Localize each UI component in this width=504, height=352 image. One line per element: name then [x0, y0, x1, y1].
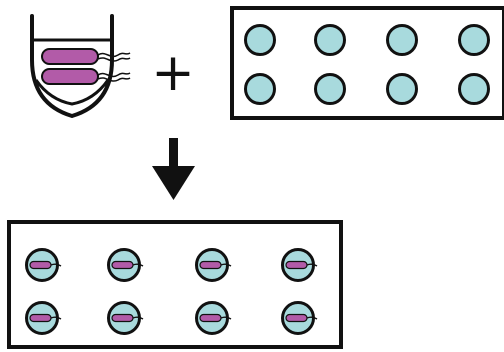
flagellum	[220, 316, 232, 320]
bead	[314, 24, 346, 56]
bead-with-bacterium	[107, 248, 144, 282]
bead-with-bacterium	[281, 248, 318, 282]
liquid-bottom	[34, 79, 110, 106]
bead	[458, 73, 490, 105]
flagellum	[220, 263, 232, 267]
flagellum	[306, 316, 318, 320]
bead-with-bacterium	[195, 301, 232, 335]
flagellum	[132, 263, 144, 267]
bacterium	[111, 313, 134, 323]
flagellum	[132, 316, 144, 320]
plate-frame	[230, 6, 504, 120]
bacterium	[29, 313, 52, 323]
bead	[314, 73, 346, 105]
bacterium	[111, 260, 134, 270]
bead	[458, 24, 490, 56]
bead	[386, 73, 418, 105]
flagellum	[50, 263, 62, 267]
bacterium	[285, 260, 308, 270]
bead	[244, 24, 276, 56]
bead	[244, 73, 276, 105]
bacterium	[199, 260, 222, 270]
bead-with-bacterium	[25, 301, 62, 335]
flagellum	[50, 316, 62, 320]
bacterium	[285, 313, 308, 323]
bacterium	[41, 48, 131, 65]
plate-frame	[7, 220, 343, 349]
test-tube-icon	[30, 14, 131, 118]
plus-icon: +	[151, 43, 195, 103]
bacterium	[41, 68, 131, 85]
bacterium	[29, 260, 52, 270]
output-plate	[7, 220, 343, 349]
bead-with-bacterium	[25, 248, 62, 282]
bacterium	[199, 313, 222, 323]
bead-with-bacterium	[107, 301, 144, 335]
bead-grid	[25, 248, 318, 335]
bead-with-bacterium	[195, 248, 232, 282]
input-plate	[230, 6, 504, 120]
flagellum	[306, 263, 318, 267]
bead-with-bacterium	[281, 301, 318, 335]
bead-grid	[244, 24, 490, 105]
arrow-down-icon	[152, 138, 195, 200]
tube-outline	[30, 14, 114, 118]
bead	[386, 24, 418, 56]
